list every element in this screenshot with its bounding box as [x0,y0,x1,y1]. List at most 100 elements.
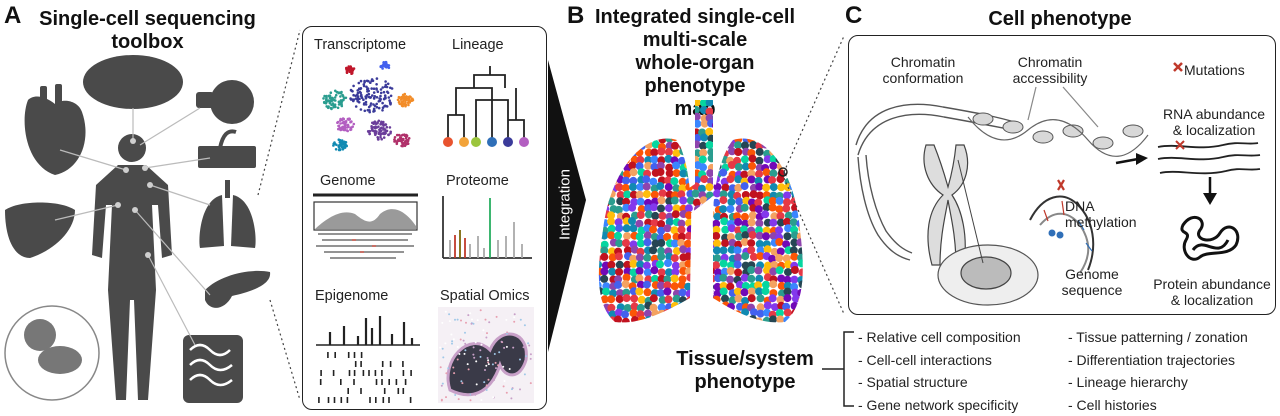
spatial-point [457,346,459,348]
lung-cell-dot [769,148,777,156]
umap-point [330,97,333,100]
epigenome-tick [354,352,356,358]
epigenome-tick [396,379,398,385]
spatial-point [527,342,529,344]
spatial-point [524,324,526,326]
lung-cell-dot [621,114,629,122]
spatial-point [520,319,522,321]
lung-cell-dot [771,324,779,332]
umap-point [339,122,342,125]
lung-cell-dot [600,253,608,261]
lung-cell-dot [708,154,716,162]
epigenome-tick [384,388,386,394]
umap-point [375,126,378,129]
spatial-point [445,372,447,374]
lung-cell-dot [728,128,736,136]
lung-cell-dot [594,233,602,241]
lung-cell-dot [650,148,658,156]
umap-point [390,95,393,98]
spatial-point [450,334,452,336]
lung-cell-dot [769,294,777,302]
umap-point [381,109,384,112]
lung-cell-dot [636,101,644,109]
lung-cell-dot [678,107,686,115]
lung-cell-dot [643,107,651,115]
umap-point [325,100,328,103]
lung-cell-dot [678,226,686,234]
label-chromatin-accessibility-2: accessibility [1000,70,1100,86]
lung-cell-dot [623,294,631,302]
lung-cell-dot [657,101,665,109]
umap-point [355,97,358,100]
lung-cell-dot [714,162,722,170]
lung-cell-dot [700,295,708,303]
lung-cell-dot [705,205,713,213]
umap-point [335,148,338,151]
umap-point [389,87,392,90]
lung-cell-dot [609,133,617,141]
lung-cell-dot [602,106,610,114]
spatial-point [473,357,475,359]
lung-cell-dot [670,177,678,185]
umap-point [389,126,392,129]
umap-point [383,105,386,108]
lung-cell-dot [636,267,644,275]
lung-cell-dot [728,318,736,326]
lung-cell-dot [743,128,751,136]
lung-cell-dot [679,129,687,137]
umap-point [345,144,348,147]
lung-cell-dot [719,274,727,282]
lung-cell-dot [680,114,688,122]
lung-cell-dot [685,148,693,156]
spatial-point [485,365,487,367]
lung-cell-dot [755,219,763,227]
spatial-point [488,321,490,323]
proteome-plot [443,196,532,258]
lung-cell-dot [700,220,708,228]
lung-cell-dot [735,163,743,171]
lung-cell-dot [700,234,708,242]
umap-point [363,103,366,106]
umap-point [323,95,326,98]
lung-cell-dot [658,136,666,144]
umap-point [350,120,353,123]
lung-cell-dot [637,198,645,206]
umap-point [333,141,336,144]
epigenome-tick [383,397,385,403]
lung-cell-dot [686,121,694,129]
lung-cell-dot [631,128,639,136]
lung-cell-dot [720,260,728,268]
lung-cell-dot [749,231,757,239]
list-item: - Differentiation trajectories [1068,349,1248,372]
lung-cell-dot [755,318,763,326]
spatial-point [471,323,473,325]
lung-cell-dot [734,141,742,149]
lung-cell-dot [685,204,693,212]
spatial-point [478,391,480,393]
lung-cell-dot [607,295,615,303]
umap-point [378,107,381,110]
lung-cell-dot [749,315,757,323]
umap-point [388,67,391,70]
lung-cell-dot [665,204,673,212]
label-mutations: Mutations [1184,62,1245,78]
spatial-point [442,356,444,358]
panel-b-title-line2: multi-scale [585,29,805,52]
lung-cell-dot [705,183,713,191]
lung-cell-dot [721,127,729,135]
spatial-point [460,380,462,382]
epigenome-tick [334,397,336,403]
umap-point [388,99,391,102]
lung-cell-dot [713,316,721,324]
epigenome-tick [318,397,320,403]
spatial-point [467,314,469,316]
lung-cell-dot [671,107,679,115]
lung-cell-dot [657,168,665,176]
lung-cell-dot [644,119,652,127]
lung-cell-dot [679,317,687,325]
lung-cell-dot [621,121,629,129]
spatial-point [480,309,482,311]
lung-cell-dot [693,232,701,240]
spatial-point [509,368,511,370]
lung-cell-dot [693,98,701,106]
